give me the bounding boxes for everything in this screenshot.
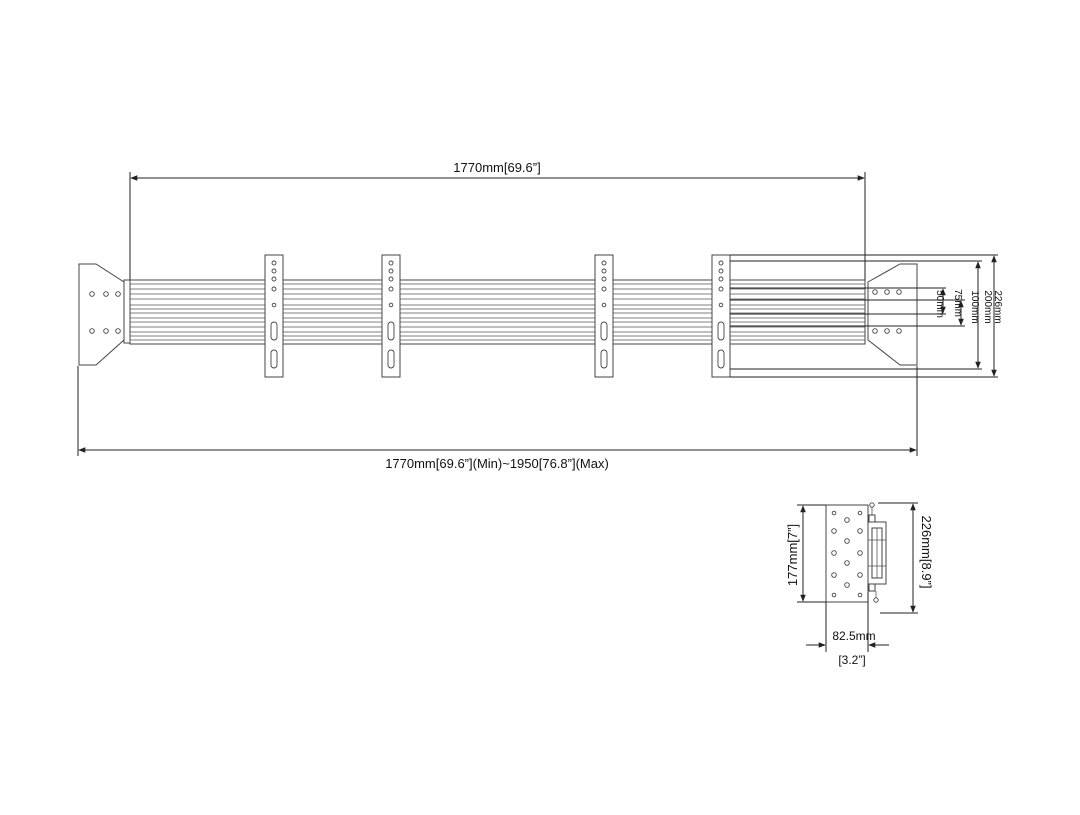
extended-span-label: 1770mm[69.6”](Min)~1950[76.8”](Max) [385,456,609,471]
top-dimension: 1770mm[69.6”] [129,160,866,282]
front-view: 1770mm[69.6”] [77,160,1003,471]
dim-200mm-label: 200mm [982,290,993,323]
dim-100mm-label: 100mm [969,290,980,323]
overall-span-label: 1770mm[69.6”] [453,160,540,175]
dim-50mm-label: 50mm [934,290,945,318]
side-view: 177mm[7”] 226mm[8.9”] 82.5mm [3.2”] [785,502,934,667]
side-total-height-label: 226mm[8.9”] [919,516,934,589]
main-rail [129,279,866,345]
side-depth-label: 82.5mm [832,629,875,643]
left-end-plate [78,263,131,366]
vertical-bracket-2 [381,254,401,378]
vertical-extension-lines [730,254,998,378]
side-depth-inch-label: [3.2”] [838,653,865,667]
vertical-dimensions: 50mm 75mm 100mm 200mm 226mm [934,255,1003,377]
dim-75mm-label: 75mm [952,289,963,317]
bottom-dimension: 1770mm[69.6”](Min)~1950[76.8”](Max) [77,366,918,471]
vertical-bracket-4 [711,254,731,378]
vertical-bracket-3 [594,254,614,378]
side-height-label: 177mm[7”] [785,524,800,586]
dim-226mm-label: 226mm [992,290,1003,323]
vertical-bracket-1 [264,254,284,378]
